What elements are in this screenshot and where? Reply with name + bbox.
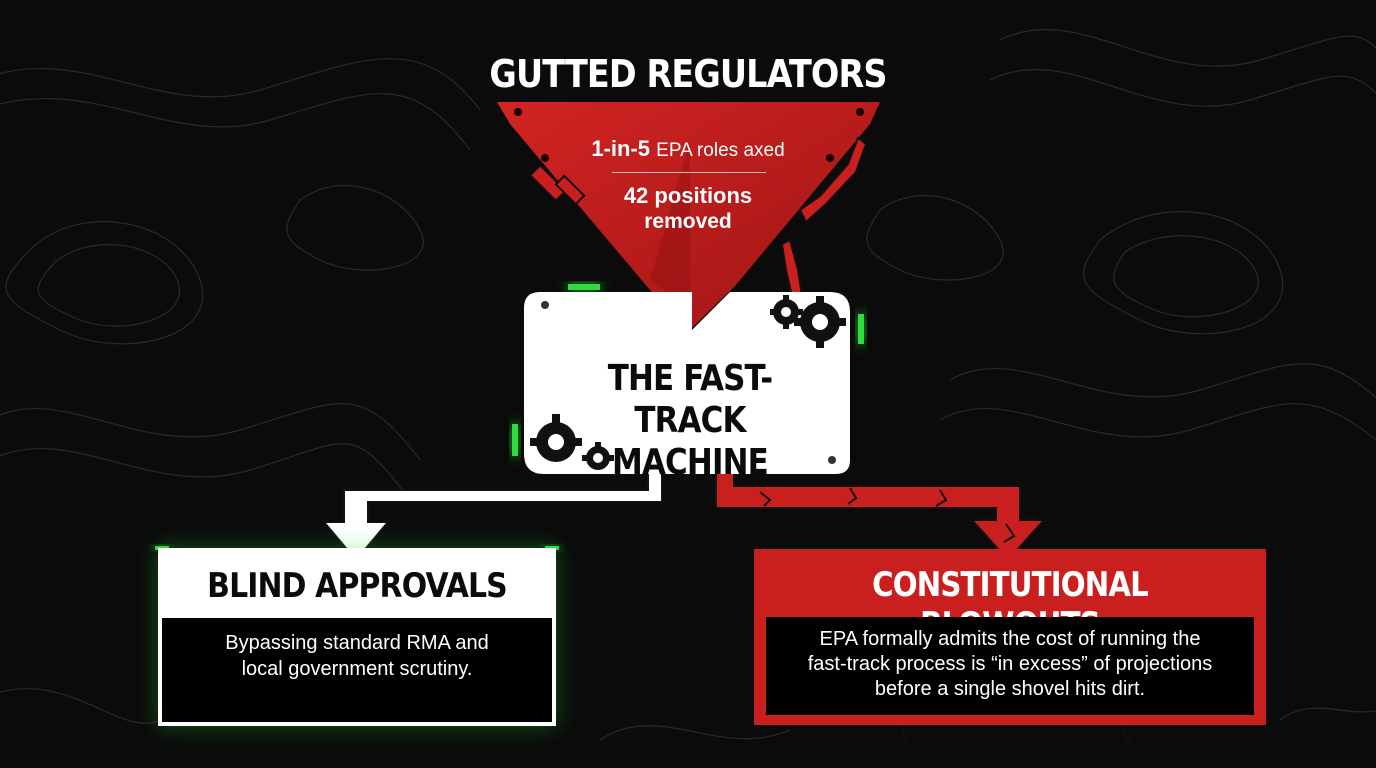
constitutional-blowouts-description: EPA formally admits the cost of running … bbox=[766, 617, 1254, 715]
constitutional-blowouts-line2: fast-track process is “in excess” of pro… bbox=[766, 652, 1254, 677]
blind-approvals-box: BLIND APPROVALS Bypassing standard RMA a… bbox=[158, 548, 556, 726]
machine-label-line1: THE FAST-TRACK bbox=[561, 358, 819, 442]
funnel-stat-roles-label: EPA roles axed bbox=[656, 140, 785, 161]
funnel-stat-positions-line1: 42 positions bbox=[548, 183, 828, 209]
funnel-stat-positions: 42 positions removed bbox=[548, 183, 828, 235]
funnel-stat-roles: 1-in-5 EPA roles axed bbox=[548, 136, 828, 162]
diagram-title: GUTTED REGULATORS bbox=[83, 52, 1294, 96]
machine-label-line2: MACHINE bbox=[561, 442, 819, 484]
constitutional-blowouts-line3: before a single shovel hits dirt. bbox=[766, 677, 1254, 702]
machine-label: THE FAST-TRACK MACHINE bbox=[561, 358, 819, 484]
funnel-stat-ratio: 1-in-5 bbox=[591, 136, 650, 161]
blind-approvals-description: Bypassing standard RMA and local governm… bbox=[162, 618, 552, 722]
funnel-stat-positions-line2: removed bbox=[548, 209, 828, 235]
constitutional-blowouts-line1: EPA formally admits the cost of running … bbox=[766, 627, 1254, 652]
blind-approvals-line2: local government scrutiny. bbox=[162, 656, 552, 682]
blind-approvals-line1: Bypassing standard RMA and bbox=[162, 630, 552, 656]
blind-approvals-heading: BLIND APPROVALS bbox=[182, 566, 532, 606]
constitutional-blowouts-box: CONSTITUTIONAL BLOWOUTS EPA formally adm… bbox=[754, 549, 1266, 725]
funnel-divider bbox=[612, 172, 766, 173]
